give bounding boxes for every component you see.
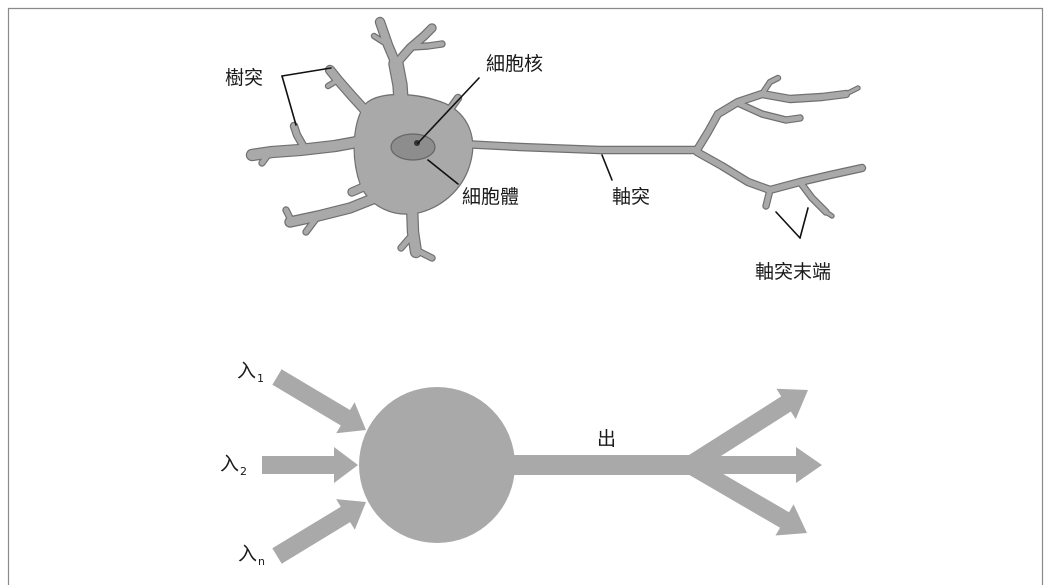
leader-line-dendrite-1	[282, 76, 296, 125]
neuron-fill-layer	[252, 22, 862, 258]
neuron-node	[359, 387, 515, 543]
artificial-neuron: 入1 入2 入n 出	[220, 360, 822, 568]
label-cell-body: 細胞體	[462, 186, 519, 208]
dendrite	[290, 196, 380, 222]
input-arrow-1	[272, 369, 366, 433]
input-subscript: n	[258, 555, 265, 568]
input-label-1: 入1	[237, 360, 264, 385]
axon-terminal-branch	[800, 182, 826, 212]
input-symbol: 入	[220, 453, 239, 475]
input-symbol: 入	[237, 360, 256, 382]
output-arrows	[685, 389, 822, 536]
frame-border	[9, 9, 1043, 585]
label-nucleus: 細胞核	[486, 53, 543, 75]
input-symbol: 入	[238, 543, 257, 565]
leader-line-axon-terminal-1	[776, 212, 800, 238]
label-axon: 軸突	[612, 186, 650, 208]
input-subscript: 1	[257, 372, 264, 385]
leader-line-axon	[602, 155, 612, 180]
label-axon-terminals: 軸突末端	[755, 261, 831, 283]
axon-terminal-branch-outline	[697, 94, 846, 150]
output-shaft	[505, 455, 695, 475]
leader-line-axon-terminal-2	[800, 208, 808, 238]
leader-line-dendrite-2	[282, 68, 331, 76]
biological-neuron: 樹突 細胞核 細胞體 軸突 軸突末端	[225, 22, 862, 283]
nucleus	[391, 134, 435, 160]
dendrite	[412, 44, 442, 47]
input-arrow-2	[262, 447, 358, 483]
output-label: 出	[597, 428, 616, 450]
axon-terminal-branch	[697, 94, 846, 150]
input-label-n: 入n	[238, 543, 265, 568]
input-arrows	[262, 369, 366, 563]
input-arrow-3	[272, 499, 366, 564]
input-label-2: 入2	[220, 453, 247, 478]
label-dendrites: 樹突	[225, 67, 263, 89]
input-subscript: 2	[240, 465, 247, 478]
